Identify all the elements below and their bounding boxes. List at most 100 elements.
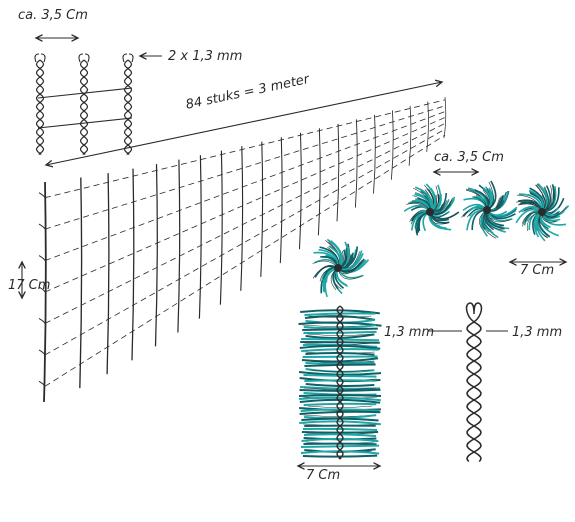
top-wire-sample [34, 53, 134, 155]
fence-post-5 [154, 164, 158, 347]
fence-post-13 [317, 128, 321, 236]
pompom-3 [515, 183, 570, 242]
roll-outline [307, 333, 373, 336]
roll-width-label: 7 Cm [306, 468, 341, 483]
wire-left-label: 1,3 mm [384, 325, 435, 340]
roll-strand [300, 309, 380, 315]
roll-strand [303, 442, 377, 446]
roll-strand [299, 396, 382, 402]
roll-strand [300, 444, 380, 448]
roll-strand [301, 357, 379, 363]
fence-post-2 [79, 177, 83, 389]
fence-strand-6 [44, 128, 446, 356]
roll-strand [304, 379, 376, 382]
length-arrow [46, 82, 442, 165]
top-wire-1-strand-a [35, 59, 45, 155]
top-wire-loop-2 [78, 53, 90, 63]
roll-strand [305, 351, 375, 356]
roll-strand [303, 330, 377, 335]
fence-post-9 [240, 146, 244, 291]
fence-hook-5 [38, 317, 46, 324]
fence-hook-6 [38, 349, 46, 356]
pompom-width-label: ca. 3,5 Cm [434, 150, 504, 165]
pompom-single-core [334, 264, 342, 272]
fence-strand-1 [44, 99, 446, 199]
fence-hook-4 [38, 286, 46, 293]
height-label: 17 Cm [8, 278, 51, 293]
pompom-3-core [538, 208, 546, 216]
roll-strand [302, 355, 378, 358]
wire-fence-perspective [38, 96, 447, 403]
roll-strand [299, 410, 381, 415]
roll-strand [302, 454, 378, 458]
fence-post-20 [443, 96, 447, 139]
top-wire-loop-1 [34, 53, 46, 63]
roll-strand [300, 450, 380, 455]
wire-thickness-label: 2 x 1,3 mm [168, 49, 243, 64]
roll-strand [300, 338, 380, 342]
roll-strand [304, 315, 376, 321]
fence-strand-7 [44, 134, 446, 387]
top-width-label: ca. 3,5 Cm [18, 8, 88, 23]
roll-core-wire-strand-a [336, 305, 344, 460]
fence-post-4 [131, 168, 135, 361]
wire-right-label: 1,3 mm [512, 325, 563, 340]
pompom-single [312, 238, 370, 298]
pompom-spacing-label: 7 Cm [520, 263, 555, 278]
roll-strand [304, 363, 376, 367]
roll-strand [303, 402, 377, 406]
fence-post-14 [336, 123, 340, 222]
roll-strand [301, 348, 379, 352]
fence-post-6 [177, 159, 181, 333]
detail-wire-loop [465, 302, 483, 323]
detail-wire-strand-a [466, 321, 482, 463]
fence-strand-4 [44, 117, 446, 293]
pompom-1-core [426, 208, 434, 216]
roll-strand [299, 420, 381, 426]
fence-post-16 [373, 114, 376, 194]
fence-post-10 [260, 141, 264, 277]
fence-hook-7 [38, 380, 46, 387]
fence-strand-2 [44, 105, 446, 230]
roll-strand [300, 340, 380, 344]
roll-strand [301, 431, 379, 434]
detail-wire-strand-b [466, 321, 482, 463]
fence-post-19 [426, 101, 429, 152]
roll-strand [302, 427, 378, 431]
fence-strand-3 [44, 111, 446, 261]
tinsel-pompoms [312, 180, 570, 298]
fence-post-7 [198, 155, 202, 319]
roll-strand [301, 437, 379, 443]
top-wire-cross-1 [37, 87, 133, 99]
fence-post-15 [354, 119, 358, 208]
top-wire-1-strand-b [35, 59, 45, 155]
fence-hook-2 [38, 223, 46, 230]
roll-outline [309, 369, 371, 372]
tinsel-roll [298, 305, 382, 460]
roll-strand [299, 388, 381, 392]
fence-post-8 [219, 150, 223, 305]
roll-strand [305, 361, 375, 365]
dimension-arrows [22, 38, 566, 466]
fence-post-12 [298, 132, 302, 250]
pompom-2-core [483, 206, 491, 214]
roll-strand [299, 398, 381, 404]
roll-outline [303, 387, 377, 390]
fence-post-11 [279, 137, 283, 264]
fence-post-3 [106, 173, 110, 375]
twisted-wire-detail [465, 302, 483, 463]
fence-post-17 [390, 110, 394, 180]
roll-strand [298, 371, 382, 376]
roll-core-wire-strand-b [336, 305, 344, 460]
roll-strand [303, 374, 377, 378]
fence-hook-1 [38, 192, 46, 198]
fence-strand-5 [44, 123, 446, 324]
roll-outline [307, 405, 373, 408]
roll-strand [298, 394, 382, 397]
pompom-2 [461, 180, 518, 239]
pompom-1 [403, 183, 460, 236]
roll-strand [303, 324, 377, 330]
top-wire-loop-3 [122, 53, 134, 63]
